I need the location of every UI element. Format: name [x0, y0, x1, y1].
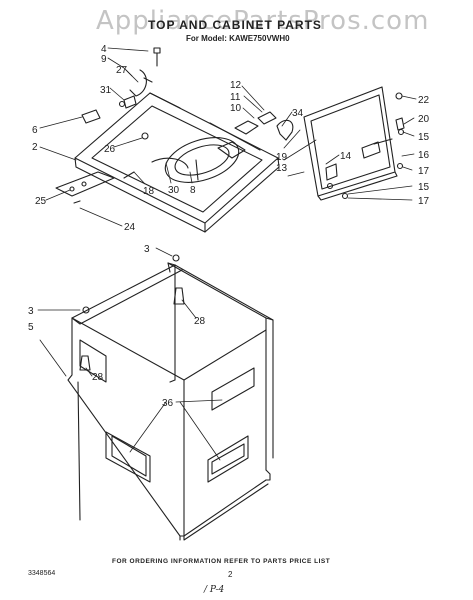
callout-25: 25	[35, 196, 47, 207]
pins	[79, 254, 185, 371]
callout-18: 18	[143, 186, 155, 197]
callout-17-lower: 17	[418, 196, 430, 207]
leader-lines	[37, 47, 417, 461]
callout-14: 14	[340, 151, 352, 162]
callout-34: 34	[292, 108, 304, 119]
callout-16: 16	[418, 150, 430, 161]
callout-12: 12	[230, 80, 242, 91]
callout-31: 31	[100, 85, 112, 96]
model-line: For Model: KAWE750VWH0	[186, 34, 290, 43]
handwritten-note: / P-4	[204, 585, 225, 595]
callout-22: 22	[418, 95, 430, 106]
callout-labels: 4 9 27 31 6 2 26 18 30 8 12 11 10 34 19 …	[28, 44, 430, 409]
callout-3-upper: 3	[144, 244, 150, 255]
callout-13: 13	[276, 163, 288, 174]
callout-3-lower: 3	[28, 306, 34, 317]
page-number: 2	[228, 570, 233, 579]
callout-28-lower: 28	[92, 372, 104, 383]
cabinet-frame	[71, 262, 274, 471]
lid-switch-bracket	[234, 111, 294, 141]
callout-30: 30	[168, 185, 180, 196]
callout-24: 24	[124, 222, 136, 233]
callout-6: 6	[32, 125, 38, 136]
callout-27: 27	[116, 65, 128, 76]
hinge-bar	[55, 171, 115, 204]
callout-9: 9	[101, 54, 107, 65]
top-hardware	[81, 47, 199, 181]
access-panels	[105, 367, 255, 483]
callout-15-lower: 15	[418, 182, 430, 193]
watermark: AppliancePartsPros.com	[96, 6, 430, 36]
diagram-title: TOP AND CABINET PARTS	[148, 18, 322, 32]
lid-hinge-hardware	[326, 92, 405, 200]
callout-11: 11	[230, 92, 241, 103]
callout-19: 19	[276, 152, 288, 163]
callout-4: 4	[101, 44, 107, 55]
callout-36: 36	[162, 398, 174, 409]
callout-8: 8	[190, 185, 196, 196]
cabinet	[67, 317, 271, 541]
callout-5: 5	[28, 322, 34, 333]
callout-15-upper: 15	[418, 132, 430, 143]
callout-17-upper: 17	[418, 166, 430, 177]
callout-2: 2	[32, 142, 38, 153]
document-number: 3348564	[28, 570, 56, 577]
callout-28-upper: 28	[194, 316, 206, 327]
callout-20: 20	[418, 114, 430, 125]
callout-10: 10	[230, 103, 242, 114]
callout-26: 26	[104, 144, 116, 155]
top-panel	[74, 92, 280, 233]
ordering-info-note: FOR ORDERING INFORMATION REFER TO PARTS …	[112, 558, 331, 565]
lid	[303, 86, 398, 201]
